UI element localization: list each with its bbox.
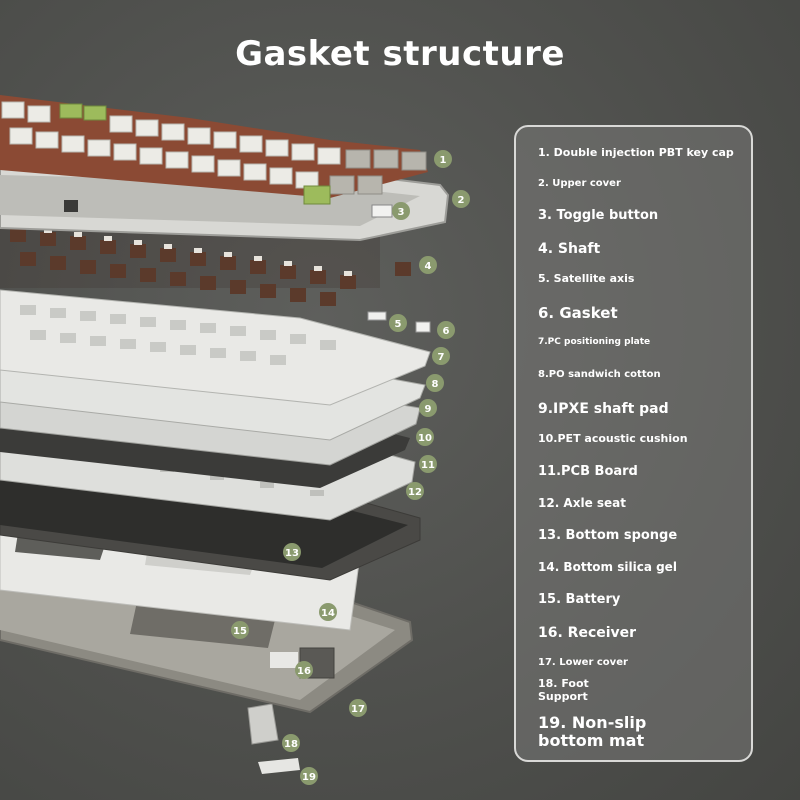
legend-item: 14. Bottom silica gel — [538, 560, 677, 574]
legend-item: 16. Receiver — [538, 625, 637, 641]
badge-label: 19 — [302, 772, 316, 783]
badge-5 — [389, 314, 407, 332]
legend-item: 15. Battery — [538, 592, 621, 607]
keycaps — [1, 101, 427, 205]
legend-item: 11.PCB Board — [538, 464, 638, 479]
badge-17 — [349, 699, 367, 717]
badge-label: 4 — [425, 261, 432, 272]
legend-item: 18. Foot Support — [538, 677, 589, 703]
badge-8 — [426, 374, 444, 392]
badge-1 — [434, 150, 452, 168]
badge-13 — [283, 543, 301, 561]
badge-14 — [319, 603, 337, 621]
legend-item: 12. Axle seat — [538, 496, 627, 510]
positioning-plate-shape — [0, 289, 431, 406]
badge-15 — [231, 621, 249, 639]
badge-label: 8 — [432, 379, 439, 390]
non-slip-mat-shape — [258, 758, 300, 774]
parts-legend: 1. Double injection PBT key cap 2. Upper… — [514, 125, 753, 762]
badge-label: 6 — [443, 326, 450, 337]
badge-7 — [432, 347, 450, 365]
receiver-shape — [270, 652, 298, 668]
badge-label: 17 — [351, 704, 365, 715]
badge-6 — [437, 321, 455, 339]
badge-label: 13 — [285, 548, 299, 559]
legend-item: 8.PO sandwich cotton — [538, 369, 661, 380]
badge-label: 11 — [421, 460, 435, 471]
badge-16 — [295, 661, 313, 679]
foot-support-shape — [247, 703, 279, 745]
legend-item: 1. Double injection PBT key cap — [538, 146, 734, 159]
badge-2 — [452, 190, 470, 208]
legend-item: 13. Bottom sponge — [538, 528, 678, 543]
badge-19 — [300, 767, 318, 785]
toggle-button-shape — [371, 204, 393, 218]
legend-item: 4. Shaft — [538, 241, 601, 257]
legend-item: 19. Non-slip bottom mat — [538, 713, 647, 751]
badge-label: 18 — [284, 739, 298, 750]
badge-label: 9 — [425, 404, 432, 415]
plate-cutouts — [20, 305, 336, 365]
badge-11 — [419, 455, 437, 473]
badge-label: 3 — [398, 207, 405, 218]
legend-item: 10.PET acoustic cushion — [538, 432, 688, 445]
badge-9 — [419, 399, 437, 417]
badge-label: 14 — [321, 608, 335, 619]
badge-12 — [406, 482, 424, 500]
badge-18 — [282, 734, 300, 752]
legend-item: 2. Upper cover — [538, 178, 621, 189]
badge-4 — [419, 256, 437, 274]
legend-item: 17. Lower cover — [538, 657, 628, 668]
legend-item: 9.IPXE shaft pad — [538, 401, 669, 417]
badge-label: 16 — [297, 666, 311, 677]
page-title: Gasket structure — [235, 34, 565, 74]
badge-label: 5 — [395, 319, 402, 330]
badge-label: 15 — [233, 626, 247, 637]
legend-item: 5. Satellite axis — [538, 272, 635, 285]
badge-label: 2 — [458, 195, 465, 206]
legend-item: 7.PC positioning plate — [538, 337, 651, 347]
badge-label: 1 — [440, 155, 447, 166]
badge-label: 7 — [438, 352, 445, 363]
badge-10 — [416, 428, 434, 446]
badge-3 — [392, 202, 410, 220]
gasket-shape — [415, 321, 431, 333]
legend-item: 6. Gasket — [538, 304, 618, 322]
satellite-axis-shape — [367, 311, 387, 321]
legend-item: 3. Toggle button — [538, 208, 659, 223]
badge-label: 10 — [418, 433, 432, 444]
badge-label: 12 — [408, 487, 422, 498]
